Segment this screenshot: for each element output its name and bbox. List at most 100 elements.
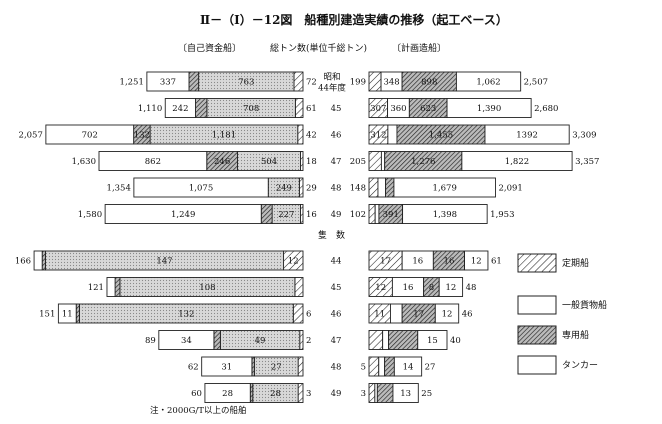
legend-item-tanker: タンカー bbox=[517, 355, 598, 375]
count-bar-right-tanker bbox=[393, 356, 423, 377]
ton-bar-left-special bbox=[188, 71, 200, 92]
count-bar-right-liner bbox=[368, 356, 380, 377]
count-bar-left-label: 132 bbox=[178, 310, 194, 320]
count-bar-right-label: 12 bbox=[375, 283, 386, 293]
legend: 定期船 一般貨物船 専用船 タンカー bbox=[517, 253, 607, 375]
ton-year-label: 48 bbox=[331, 184, 342, 194]
ton-bar-left-label: 227 bbox=[278, 210, 294, 220]
ton-bar-left-liner bbox=[297, 124, 304, 145]
ton-bar-left-small-label: 61 bbox=[306, 104, 317, 114]
count-bar-left-label: 27 bbox=[271, 363, 282, 373]
count-bar-right-label: 14 bbox=[403, 363, 414, 373]
count-bar-left-liner bbox=[299, 330, 304, 350]
ton-bar-left-label: 249 bbox=[276, 184, 292, 194]
legend-swatch-liner bbox=[517, 253, 557, 273]
ton-bar-left-tanker bbox=[98, 151, 208, 171]
ton-bar-right-liner bbox=[368, 177, 379, 198]
ton-bar-left-label: 246 bbox=[214, 157, 230, 167]
ton-left-total: 1,110 bbox=[138, 104, 162, 114]
ton-bar-right-small-label: 148 bbox=[350, 184, 366, 194]
ton-bar-right-label: 348 bbox=[383, 78, 399, 88]
ton-bar-right-small-label: 205 bbox=[350, 157, 366, 167]
ton-bar-left-label: 1,075 bbox=[189, 184, 213, 194]
count-bar-left-small-label: 2 bbox=[306, 336, 311, 346]
count-bar-left-tanker bbox=[158, 330, 215, 350]
count-bar-left-label: 147 bbox=[156, 257, 172, 267]
ton-bar-right-label: 1,679 bbox=[433, 184, 457, 194]
count-bar-left-label: 28 bbox=[222, 389, 233, 399]
count-right-total: 40 bbox=[450, 336, 461, 346]
count-year-label: 45 bbox=[331, 283, 342, 293]
ton-bar-right-label: 898 bbox=[421, 78, 437, 88]
ton-year-label: 47 bbox=[331, 157, 342, 167]
ton-year-label: 44年度 bbox=[318, 83, 346, 94]
ton-bar-left-liner bbox=[298, 177, 304, 198]
ton-bar-right-tanker bbox=[446, 98, 532, 118]
ton-bar-left-tanker bbox=[45, 124, 135, 145]
count-bar-right-label: 13 bbox=[400, 389, 411, 399]
ton-bar-left-tanker bbox=[104, 204, 262, 224]
legend-label-special: 専用船 bbox=[562, 329, 589, 341]
count-right-total: 48 bbox=[466, 283, 477, 293]
ton-bar-right-tanker bbox=[455, 71, 522, 92]
ton-bar-left-small-label: 16 bbox=[306, 210, 317, 220]
ton-bar-right-general bbox=[387, 124, 398, 145]
ton-bar-right-label: 1,398 bbox=[433, 210, 457, 220]
count-bar-left-tanker bbox=[33, 250, 43, 271]
ton-right-total: 2,091 bbox=[499, 184, 523, 194]
ton-bar-left-label: 763 bbox=[238, 78, 254, 88]
count-bar-left-tanker bbox=[106, 277, 116, 297]
ton-bar-right-label: 1,455 bbox=[429, 131, 453, 141]
ton-bar-right-small-label: 102 bbox=[350, 210, 366, 220]
ton-bar-left-tanker bbox=[164, 98, 196, 118]
count-bar-left-small-label: 3 bbox=[306, 389, 311, 399]
count-bar-left-small-label: 6 bbox=[306, 310, 311, 320]
ton-bar-left-liner bbox=[293, 71, 304, 92]
legend-label-liner: 定期船 bbox=[562, 257, 589, 269]
count-left-total: 166 bbox=[15, 257, 31, 267]
ton-bar-left-small-label: 29 bbox=[306, 184, 317, 194]
ton-bar-left-label: 862 bbox=[145, 157, 161, 167]
count-bar-right-tanker bbox=[434, 303, 460, 324]
count-bar-right-label: 16 bbox=[403, 283, 414, 293]
count-bar-left-label: 28 bbox=[270, 389, 281, 399]
count-bar-right-tanker bbox=[464, 250, 489, 271]
ton-right-total: 3,357 bbox=[575, 157, 599, 167]
ton-bar-right-general bbox=[374, 204, 380, 224]
count-bar-left-special bbox=[41, 250, 46, 271]
count-bar-right-small-label: 5 bbox=[361, 363, 366, 373]
legend-label-general: 一般貨物船 bbox=[562, 299, 607, 311]
legend-item-general: 一般貨物船 bbox=[517, 295, 607, 315]
ton-bar-left-label: 132 bbox=[134, 131, 150, 141]
ton-bar-right-tanker bbox=[393, 177, 496, 198]
count-bar-left-label: 34 bbox=[181, 336, 192, 346]
ton-bar-right-special bbox=[385, 177, 395, 198]
ton-bar-left-label: 1,181 bbox=[212, 131, 236, 141]
count-right-total: 27 bbox=[425, 363, 436, 373]
count-bar-right-general bbox=[390, 303, 403, 324]
ton-left-total: 1,354 bbox=[107, 184, 131, 194]
count-bar-left-label: 49 bbox=[255, 336, 266, 346]
ton-bar-left-label: 708 bbox=[243, 104, 259, 114]
count-left-total: 89 bbox=[145, 336, 156, 346]
ton-bar-right-label: 307 bbox=[370, 104, 386, 114]
ton-bar-right-label: 1,390 bbox=[477, 104, 501, 114]
count-bar-right-label: 16 bbox=[444, 257, 455, 267]
ton-left-total: 2,057 bbox=[19, 131, 43, 141]
ton-bar-left-tanker bbox=[146, 71, 190, 92]
count-bar-right-label: 16 bbox=[412, 257, 423, 267]
ton-right-total: 2,507 bbox=[524, 78, 548, 88]
ton-bar-right-tanker bbox=[402, 204, 488, 224]
count-bar-right-small-label: 3 bbox=[361, 389, 366, 399]
count-bar-right-tanker bbox=[392, 383, 419, 403]
count-bar-right-special bbox=[376, 383, 394, 403]
legend-item-liner: 定期船 bbox=[517, 253, 589, 273]
ton-bar-right-label: 391 bbox=[383, 210, 399, 220]
count-left-total: 62 bbox=[188, 363, 199, 373]
ton-bar-right-liner bbox=[368, 71, 382, 92]
ton-year-label: 45 bbox=[331, 104, 342, 114]
ton-bar-right-tanker bbox=[484, 124, 570, 145]
ton-year-label: 49 bbox=[331, 210, 342, 220]
